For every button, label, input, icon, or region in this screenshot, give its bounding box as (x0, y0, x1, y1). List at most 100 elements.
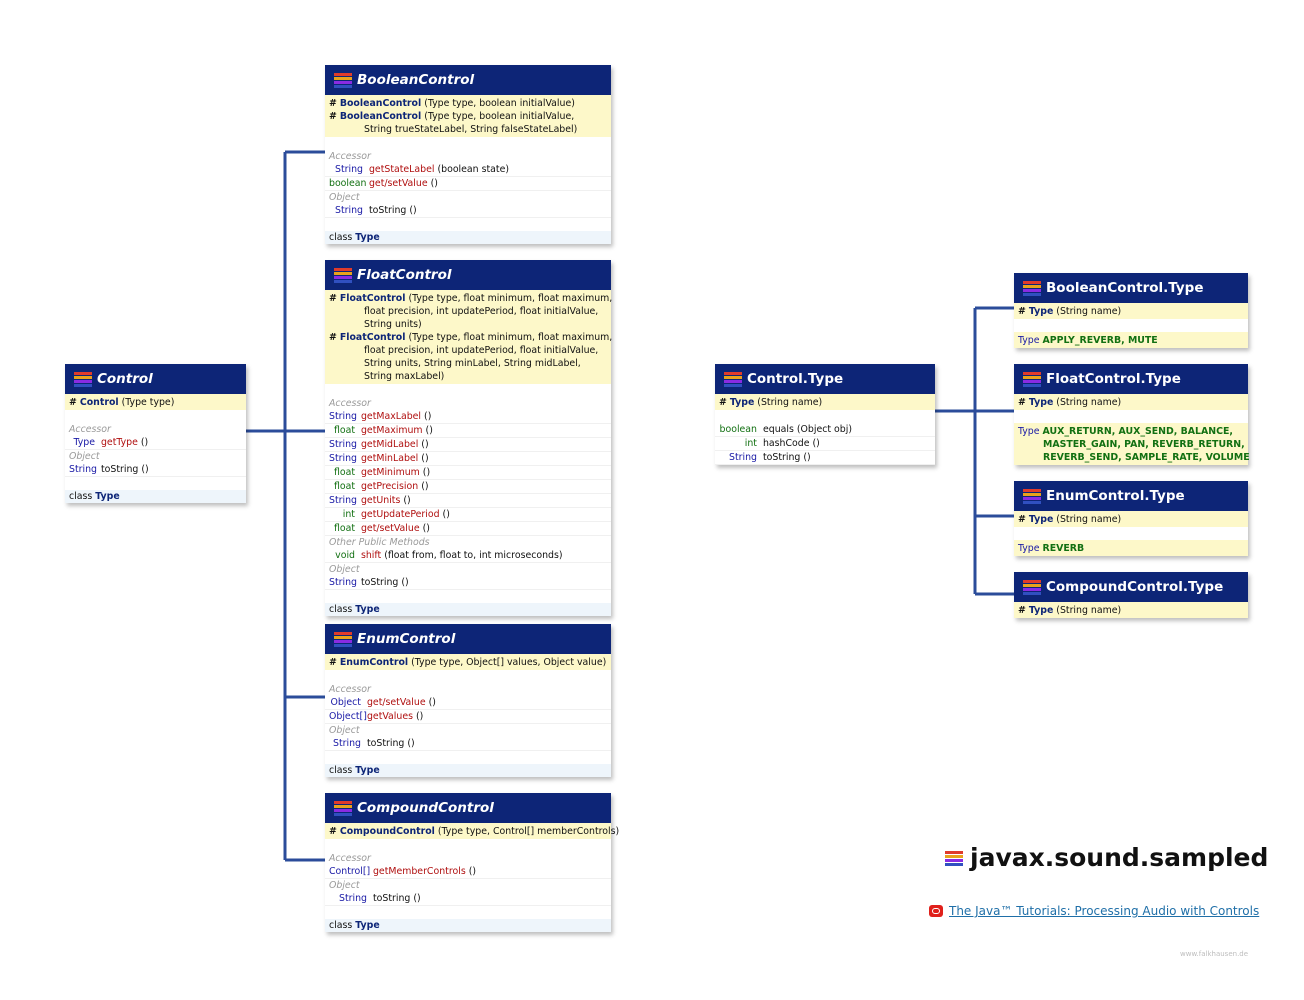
credit-text: www.falkhausen.de (1180, 950, 1249, 958)
class-title: EnumControl.Type (1046, 488, 1185, 504)
constructor: # FloatControl (Type type, float minimum… (329, 293, 613, 304)
method-row: String getMidLabel () (325, 438, 611, 452)
java-cup-icon (1022, 487, 1042, 505)
constant-list: Type APPLY_REVERB, MUTE (1014, 332, 1248, 348)
class-header: BooleanControl.Type (1014, 273, 1248, 303)
category-label: Object (329, 192, 360, 203)
method-row: String toString () (325, 737, 611, 751)
java-cup-icon (1022, 279, 1042, 297)
class-box-enum-control: EnumControl # EnumControl (Type type, Ob… (325, 624, 611, 777)
category-label: Object (329, 880, 360, 891)
method-row: Object get/setValue () (325, 696, 611, 710)
constructor: # Type (String name) (1018, 514, 1122, 525)
class-title: BooleanControl.Type (1046, 280, 1204, 296)
class-box-boolean-control: BooleanControl # BooleanControl (Type ty… (325, 65, 611, 244)
class-title: EnumControl (357, 631, 456, 647)
class-header: CompoundControl (325, 793, 611, 823)
method-row: int hashCode () (715, 437, 935, 451)
constructor-list: # Type (String name) (715, 394, 935, 410)
method-row: float get/setValue () (325, 522, 611, 536)
constructor: # Type (String name) (719, 397, 823, 408)
nested-class-row: class Type (325, 231, 611, 244)
class-box-compound-control: CompoundControl # CompoundControl (Type … (325, 793, 619, 932)
class-box-compound-control-type: CompoundControl.Type # Type (String name… (1014, 572, 1248, 618)
class-header: FloatControl.Type (1014, 364, 1248, 394)
category-label: Object (329, 725, 360, 736)
class-header: BooleanControl (325, 65, 611, 95)
category-label: Object (69, 451, 100, 462)
constant-row: Type REVERB (1018, 543, 1085, 554)
category-label: Accessor (329, 853, 371, 864)
constructor: # EnumControl (Type type, Object[] value… (329, 657, 607, 668)
nested-class-row: class Type (65, 490, 246, 503)
class-header: EnumControl (325, 624, 611, 654)
constructor: # Type (String name) (1018, 605, 1122, 616)
class-box-float-control-type: FloatControl.Type # Type (String name) T… (1014, 364, 1250, 465)
method-row: float getMinimum () (325, 466, 611, 480)
java-cup-icon (333, 266, 353, 284)
method-row: void shift (float from, float to, int mi… (325, 549, 611, 563)
method-row: String toString () (325, 892, 611, 906)
constructor: # BooleanControl (Type type, boolean ini… (329, 111, 575, 122)
class-title: CompoundControl.Type (1046, 579, 1224, 595)
class-title: Control (97, 371, 153, 387)
method-row: int getUpdatePeriod () (325, 508, 611, 522)
method-row: float getPrecision () (325, 480, 611, 494)
constructor-list: # Type (String name) (1014, 602, 1248, 618)
constant-row: Type APPLY_REVERB, MUTE (1018, 335, 1158, 346)
method-row: Control[] getMemberControls () (325, 865, 611, 879)
constructor-list: # FloatControl (Type type, float minimum… (325, 290, 613, 384)
java-cup-icon (73, 370, 93, 388)
constructor: # BooleanControl (Type type, boolean ini… (329, 98, 575, 109)
category-label: Accessor (329, 151, 371, 162)
class-header: EnumControl.Type (1014, 481, 1248, 511)
constructor-list: # BooleanControl (Type type, boolean ini… (325, 95, 611, 137)
constructor-list: # EnumControl (Type type, Object[] value… (325, 654, 611, 670)
class-header: FloatControl (325, 260, 611, 290)
class-header: Control.Type (715, 364, 935, 394)
java-cup-icon (333, 71, 353, 89)
constructor-list: # Type (String name) (1014, 303, 1248, 319)
method-row: Object[] getValues () (325, 710, 611, 724)
class-box-enum-control-type: EnumControl.Type # Type (String name) Ty… (1014, 481, 1248, 556)
method-row: float getMaximum () (325, 424, 611, 438)
nested-class-row: class Type (325, 764, 611, 777)
oracle-icon (929, 905, 943, 917)
constructor-list: # Type (String name) (1014, 511, 1248, 527)
constant-row: Type AUX_RETURN, AUX_SEND, BALANCE, (1018, 426, 1233, 437)
constructor: # Control (Type type) (69, 397, 175, 408)
category-label: Other Public Methods (329, 537, 430, 548)
method-row: String getUnits () (325, 494, 611, 508)
class-title: BooleanControl (357, 72, 475, 88)
class-box-float-control: FloatControl # FloatControl (Type type, … (325, 260, 613, 616)
nested-class-row: class Type (325, 919, 611, 932)
java-cup-icon (944, 849, 964, 867)
constructor: # FloatControl (Type type, float minimum… (329, 332, 613, 343)
category-label: Accessor (329, 398, 371, 409)
constant-list: Type AUX_RETURN, AUX_SEND, BALANCE, MAST… (1014, 423, 1250, 465)
class-title: Control.Type (747, 371, 844, 387)
method-row: String toString () (65, 463, 246, 477)
java-cup-icon (723, 370, 743, 388)
class-header: Control (65, 364, 246, 394)
method-row: String toString () (715, 451, 935, 465)
package-title: javax.sound.sampled (944, 843, 1268, 872)
java-cup-icon (333, 799, 353, 817)
class-title: CompoundControl (357, 800, 494, 816)
tutorial-link[interactable]: The Java™ Tutorials: Processing Audio wi… (929, 904, 1259, 918)
constructor-list: # Control (Type type) (65, 394, 246, 410)
java-cup-icon (333, 630, 353, 648)
class-header: CompoundControl.Type (1014, 572, 1248, 602)
method-row: boolean equals (Object obj) (715, 423, 935, 437)
class-box-control-type: Control.Type # Type (String name) boolea… (715, 364, 935, 465)
nested-class-row: class Type (325, 603, 611, 616)
method-row: String toString () (325, 576, 611, 590)
constructor: # Type (String name) (1018, 306, 1122, 317)
method-row: Type getType () (65, 436, 246, 450)
category-label: Object (329, 564, 360, 575)
class-box-control: Control # Control (Type type) Accessor T… (65, 364, 246, 503)
method-row: String getStateLabel (boolean state) (325, 163, 611, 177)
method-row: boolean get/setValue () (325, 177, 611, 191)
java-cup-icon (1022, 578, 1042, 596)
